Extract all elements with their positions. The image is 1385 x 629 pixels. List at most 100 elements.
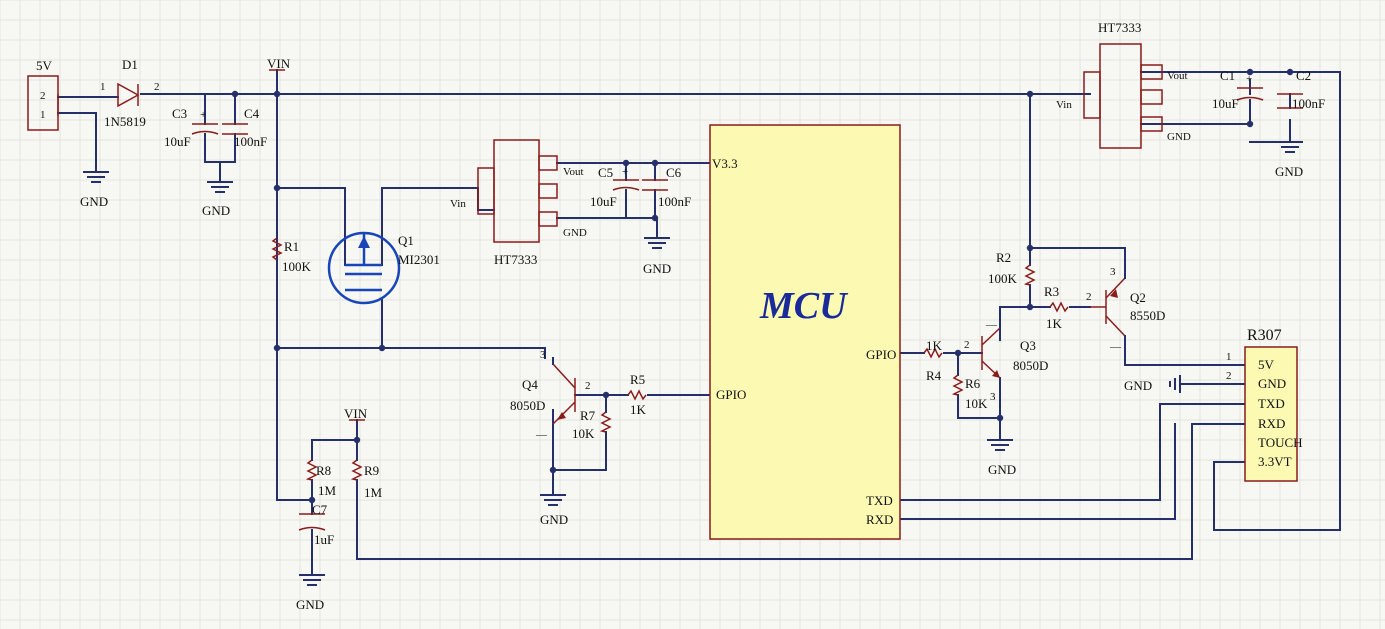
c1-value: 10uF	[1212, 96, 1239, 111]
ht7333-left-vin: Vin	[450, 198, 466, 210]
connector-label: 5V	[36, 58, 53, 73]
vin-symbol-bottom: VIN	[344, 406, 368, 421]
r4-value: 1K	[926, 338, 943, 353]
ht7333-left-vout: Vout	[563, 166, 584, 178]
mosfet-q1: Q1 MI2301	[327, 231, 440, 305]
q3-pin-3: 3	[990, 391, 996, 403]
vin-label-bottom: VIN	[344, 406, 368, 421]
r9-label: R9	[364, 463, 379, 478]
resistor-r7: R7 10K	[572, 408, 612, 441]
q1-part: MI2301	[398, 252, 440, 267]
c2-label: C2	[1296, 68, 1311, 83]
r2-label: R2	[996, 250, 1011, 265]
mcu-block: V3.3 MCU GPIO GPIO TXD RXD	[709, 124, 901, 540]
capacitor-c6: C6 100nF	[642, 165, 691, 209]
r307-pin-33vt: 3.3VT	[1258, 454, 1292, 469]
r7-value: 10K	[572, 426, 595, 441]
gnd-label-7: GND	[1275, 164, 1303, 179]
q2-pin-2: 2	[1086, 291, 1092, 303]
regulator-ht7333-right: Vin Vout GND HT7333	[1056, 20, 1191, 149]
resistor-r4: 1K R4	[923, 338, 943, 383]
q3-part: 8050D	[1013, 358, 1048, 373]
d1-part: 1N5819	[104, 114, 146, 129]
q2-label: Q2	[1130, 290, 1146, 305]
q2-part: 8550D	[1130, 308, 1165, 323]
r307-pin-txd: TXD	[1258, 396, 1285, 411]
q1-label: Q1	[398, 233, 414, 248]
resistor-r8: R8 1M	[305, 459, 337, 498]
q3-label: Q3	[1020, 338, 1036, 353]
c4-value: 100nF	[234, 134, 267, 149]
r3-value: 1K	[1046, 316, 1063, 331]
capacitor-c4: C4 100nF	[222, 106, 267, 149]
r1-label: R1	[284, 239, 299, 254]
capacitor-c2: C2 100nF	[1277, 68, 1325, 111]
c5-plus: +	[622, 166, 628, 178]
wires	[57, 69, 1341, 576]
r307-module: R307 5V GND TXD RXD TOUCH 3.3VT 1 2	[1226, 327, 1303, 482]
c4-label: C4	[244, 106, 260, 121]
c2-value: 100nF	[1292, 96, 1325, 111]
mcu-title: MCU	[759, 285, 849, 327]
c5-label: C5	[598, 165, 613, 180]
r6-value: 10K	[965, 396, 988, 411]
ht7333-left-gnd: GND	[563, 227, 587, 239]
mcu-rxd: RXD	[866, 512, 893, 527]
r307-title: R307	[1247, 327, 1282, 344]
transistor-q3: — 2 3 Q3 8050D	[964, 306, 1048, 403]
capacitor-c7: C7 1uF	[298, 502, 334, 547]
resistor-r6: R6 10K	[951, 374, 988, 411]
resistor-r2: R2 100K	[988, 250, 1036, 286]
r9-value: 1M	[364, 485, 383, 500]
regulator-ht7333-left: Vin Vout GND HT7333	[450, 139, 587, 267]
q2-pin-3: 3	[1110, 266, 1116, 278]
c3-label: C3	[172, 106, 187, 121]
mcu-v33-pin: V3.3	[712, 156, 738, 171]
ht7333-right-vout: Vout	[1167, 70, 1188, 82]
diode-d1: D1 1 2 1N5819	[100, 57, 160, 129]
gnd-c1c2: GND	[1275, 141, 1303, 179]
gnd-connector: GND	[80, 171, 109, 209]
gnd-label-6: GND	[988, 462, 1016, 477]
c7-label: C7	[312, 502, 328, 517]
r5-value: 1K	[630, 402, 647, 417]
gnd-label-5: GND	[296, 597, 324, 612]
connector-pin-2: 2	[40, 90, 46, 102]
q4-label: Q4	[522, 377, 538, 392]
c6-label: C6	[666, 165, 682, 180]
r1-value: 100K	[282, 259, 312, 274]
vin-label-top: VIN	[267, 56, 291, 71]
q2-pin-1: —	[1109, 341, 1122, 353]
r307-pin-gnd: GND	[1258, 376, 1286, 391]
vin-symbol-top: VIN	[267, 56, 291, 71]
c3-plus: +	[200, 109, 206, 121]
junctions	[231, 68, 1294, 504]
ht7333-left-label: HT7333	[494, 252, 537, 267]
c1-label: C1	[1220, 68, 1235, 83]
capacitor-c5: + C5 10uF	[590, 165, 640, 209]
mcu-gpio-left: GPIO	[716, 387, 746, 402]
gnd-label-2: GND	[202, 203, 230, 218]
c6-value: 100nF	[658, 194, 691, 209]
mcu-gpio-right: GPIO	[866, 347, 896, 362]
gnd-label-3: GND	[643, 261, 671, 276]
power-connector: 5V 2 1	[27, 58, 59, 131]
gnd-c5c6: GND	[643, 237, 671, 276]
r2-value: 100K	[988, 271, 1018, 286]
gnd-q4: GND	[540, 494, 568, 527]
r307-pin-rxd: RXD	[1258, 416, 1285, 431]
q3-pin-2: 2	[964, 339, 970, 351]
q3-pin-1: —	[985, 319, 998, 331]
transistor-q4: 3 2 — Q4 8050D	[510, 349, 591, 441]
gnd-c3c4: GND	[202, 181, 233, 218]
q4-pin-3: 3	[540, 349, 546, 361]
r3-label: R3	[1044, 284, 1059, 299]
r8-label: R8	[316, 463, 331, 478]
mcu-txd: TXD	[866, 493, 893, 508]
d1-label: D1	[122, 57, 138, 72]
capacitor-c3: + C3 10uF	[164, 106, 219, 149]
connector-pin-1: 1	[40, 109, 46, 121]
d1-pin-1: 1	[100, 81, 106, 93]
gnd-label-4: GND	[540, 512, 568, 527]
